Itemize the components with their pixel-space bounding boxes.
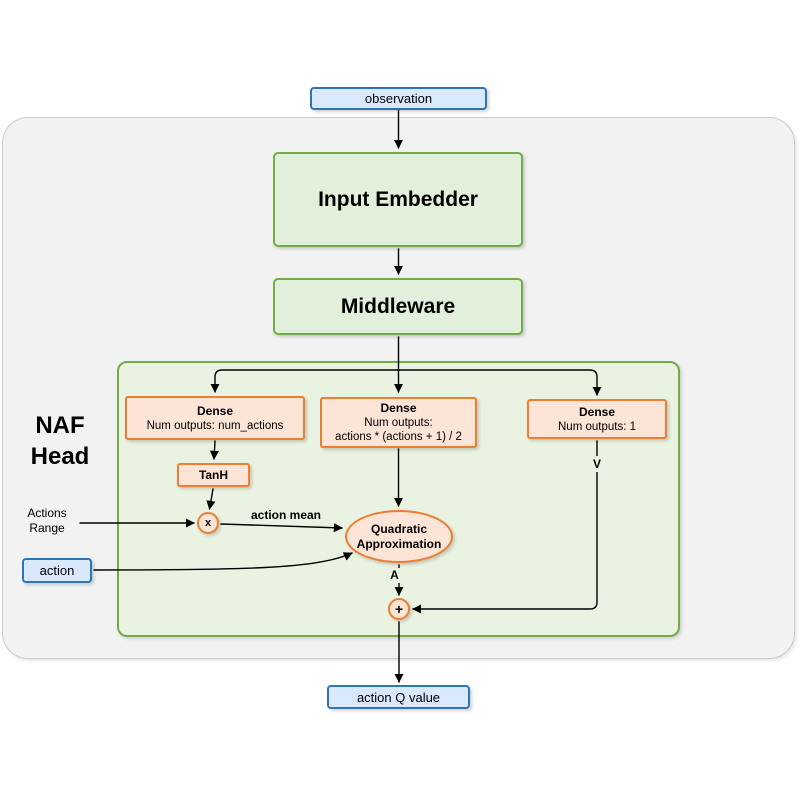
input-embedder-node: Input Embedder [273,152,523,247]
dense-title: Dense [196,403,234,418]
edge-dense-left-to-tanh [209,440,219,460]
dense-quadratic-terms-node: Dense Num outputs: actions * (actions + … [320,397,477,448]
advantage-edge-label: A [386,568,403,583]
multiply-node: x [197,512,219,534]
edge-branch-to-dense-right [397,369,602,396]
dense-title: Dense [380,401,417,415]
multiply-label: x [204,517,212,529]
dense-subtitle: Num outputs: num_actions [146,419,284,432]
edge-action-to-quadratic [93,552,353,571]
middleware-label: Middleware [340,294,456,318]
dense-title: Dense [578,404,616,419]
edge-dense-right-to-plus [412,440,598,614]
edge-branch-to-dense-left [210,369,400,393]
actions-range-line2: Range [29,521,65,535]
action-q-value-node: action Q value [327,685,470,709]
quadratic-approximation-node: Quadratic Approximation [345,510,453,563]
observation-label: observation [364,91,433,106]
actions-range-line1: Actions [27,506,67,520]
action-mean-edge-label: action mean [250,508,322,522]
edge-multiply-to-quadratic [220,523,343,533]
naf-head-label-line1: NAF [35,412,85,439]
plus-label: + [394,601,404,617]
naf-head-label-line2: Head [30,443,90,470]
dense-num-actions-node: Dense Num outputs: num_actions [125,396,305,440]
dense-state-value-node: Dense Num outputs: 1 [527,399,667,439]
plus-node: + [388,598,410,620]
edge-tanh-to-multiply [206,488,216,510]
middleware-node: Middleware [273,278,523,335]
quadratic-label-line2: Approximation [356,536,442,551]
value-edge-label: V [588,456,606,472]
tanh-label: TanH [198,468,229,482]
action-label: action [39,563,75,578]
dense-subtitle-line2: actions * (actions + 1) / 2 [335,431,462,443]
dense-subtitle-line1: Num outputs: [364,417,433,429]
quadratic-label-line1: Quadratic [370,521,427,536]
actions-range-label: Actions Range [14,506,80,536]
action-node: action [22,558,92,583]
naf-head-label: NAF Head [16,410,104,472]
action-q-value-label: action Q value [356,689,441,705]
tanh-node: TanH [177,463,250,487]
dense-subtitle: Num outputs: 1 [558,420,636,433]
input-embedder-label: Input Embedder [318,187,478,211]
observation-node: observation [310,87,487,110]
